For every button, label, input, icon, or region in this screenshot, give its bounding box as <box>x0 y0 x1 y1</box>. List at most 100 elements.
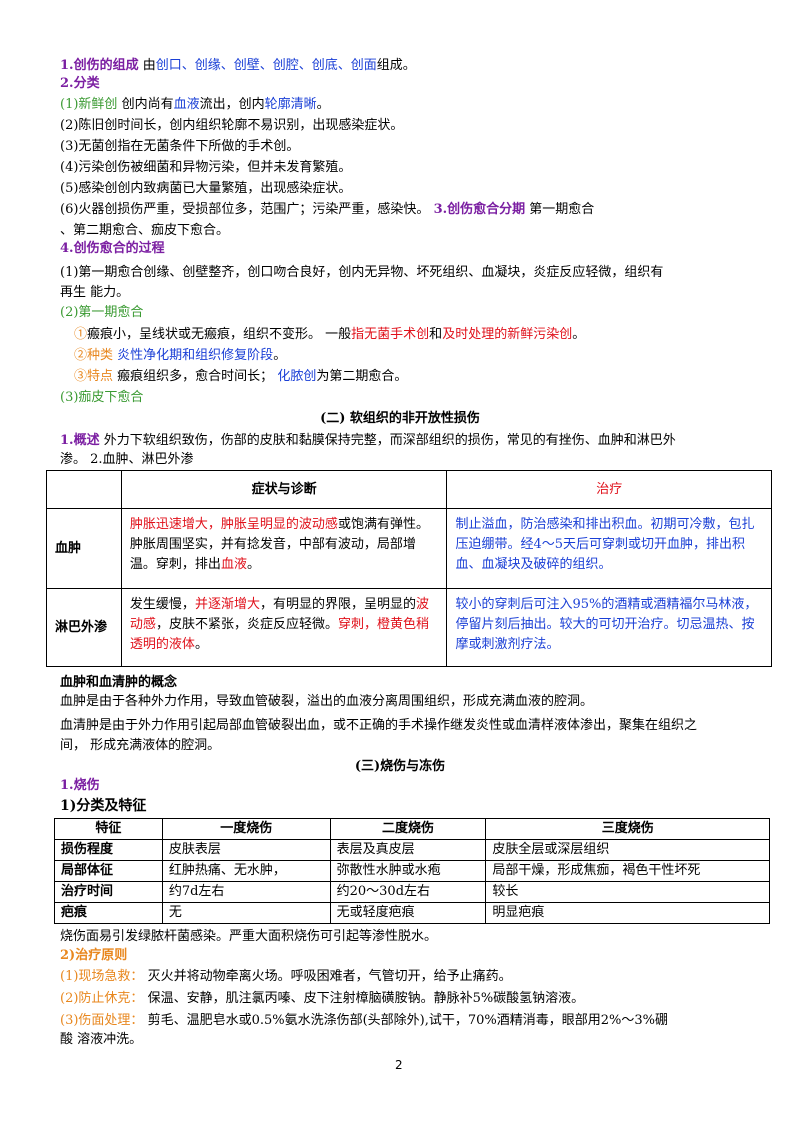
burn-title: (三)烧伤与冻伤 <box>354 759 446 774</box>
treatment-first-aid: (1)现场急救： 灭火并将动物牵离火场。呼吸困难者，气管切开，给予止痛药。 <box>60 968 750 986</box>
hematoma-symptoms: 肿胀迅速增大，肿胀呈明显的波动感或饱满有弹性。肿胀周围坚实，并有捻发音，中部有波… <box>120 508 448 589</box>
point-3-end: 为第二期愈合。 <box>316 369 408 384</box>
wound-text: 剪毛、温肥皂水或0.5%氨水洗涤伤部(头部除外),试干，70%酒精消毒，眼部用2… <box>147 1013 669 1028</box>
burn-heading: 1.烧伤 <box>60 778 100 793</box>
class-item-old: (2)陈旧创时间长，创内组织轮廓不易识别，出现感染症状。 <box>60 118 404 133</box>
healing-point-1: ①瘢痕小，呈线状或无瘢痕，组织不变形。 一般指无菌手术创和及时处理的新鲜污染创。 <box>74 326 764 344</box>
burn-classification-heading: 1)分类及特征 <box>60 798 147 814</box>
concept-hematoma: 血肿是由于各种外力作用，导致血管破裂，溢出的血液分离周围组织，形成充满血液的腔洞… <box>60 694 594 709</box>
burn-cell: 较长 <box>485 881 770 903</box>
table-row: 血肿 肿胀迅速增大，肿胀呈明显的波动感或饱满有弹性。肿胀周围坚实，并有捻发音，中… <box>46 508 772 589</box>
burn-header-cell: 三度烧伤 <box>485 818 770 840</box>
burn-cell: 局部干燥，形成焦痂，褐色干性坏死 <box>485 860 770 882</box>
classification-heading: 2.分类 <box>60 76 100 91</box>
shock-text: 保温、安静，肌注氯丙嗪、皮下注射樟脑磺胺钠。静脉补5%碳酸氢钠溶液。 <box>147 991 585 1006</box>
firearm-text: (6)火器创损伤严重，受损部位多，范围广；污染严重，感染快。 <box>60 202 430 217</box>
point-3-marker: ③ <box>74 369 88 384</box>
burn-cell: 皮肤全层或深层组织 <box>485 839 770 861</box>
shock-label: (2)防止休克： <box>60 991 144 1006</box>
treatment-principle-heading: 2)治疗原则 <box>60 948 128 963</box>
healing-point-2: ②种类 炎性净化期和组织修复阶段。 <box>74 347 764 365</box>
lymph-s3: ，有明显的界限，呈明显的 <box>259 597 416 612</box>
header-empty-cell <box>46 470 122 509</box>
point-1-and: 和 <box>429 327 443 342</box>
burn-cell: 红肿热痛、无水肿， <box>161 860 331 882</box>
burn-note: 烧伤面易引发绿脓杆菌感染。严重大面积烧伤可引起等渗性脱水。 <box>60 929 438 944</box>
burn-header-cell: 一度烧伤 <box>161 818 331 840</box>
point-1-fresh: 及时处理的新鲜污染创 <box>442 327 573 342</box>
point-1-sterile: 指无菌手术创 <box>351 327 430 342</box>
fresh-text-e: 。 <box>316 97 330 112</box>
burn-header-cell: 二度烧伤 <box>329 818 487 840</box>
row-name-hematoma: 血肿 <box>46 508 122 589</box>
first-aid-text: 灭火并将动物牵离火场。呼吸困难者，气管切开，给予止痛药。 <box>147 969 512 984</box>
point-2-label: 种类 <box>87 348 114 363</box>
class-item-fresh: (1)新鲜创 创内尚有血液流出，创内轮廓清晰。 <box>60 96 750 114</box>
composition-tail: 组成。 <box>376 58 416 73</box>
fresh-wound-label: (1)新鲜创 <box>60 97 118 112</box>
fresh-text-c: 流出，创内 <box>199 97 265 112</box>
composition-heading: 1.创伤的组成 <box>60 58 139 73</box>
lymph-symptoms: 发生缓慢，并逐渐增大，有明显的界限，呈明显的波动感，皮肤不紧张，炎症反应轻微。穿… <box>120 588 448 667</box>
healing-stage-heading: 3.创伤愈合分期 <box>433 202 526 217</box>
burn-cell: 无 <box>161 902 331 924</box>
hematoma-symptom-blood: 血液 <box>220 557 247 572</box>
point-3-label: 特点 <box>87 369 114 384</box>
burn-table: 特征 一度烧伤 二度烧伤 三度烧伤 损伤程度 皮肤表层 表层及真皮层 皮肤全层或… <box>54 818 770 924</box>
table-row: 淋巴外渗 发生缓慢，并逐渐增大，有明显的界限，呈明显的波动感，皮肤不紧张，炎症反… <box>46 588 772 667</box>
composition-parts: 创口、创缘、创壁、创腔、创底、创面 <box>155 58 377 73</box>
point-2-end: 。 <box>273 348 287 363</box>
healing-scab-label: (3)痂皮下愈合 <box>60 390 144 405</box>
burn-cell: 约20～30d左右 <box>329 881 487 903</box>
lymph-s6: 穿刺，橙黄色稍透明的液体 <box>129 617 429 652</box>
wound-label: (3)伤面处理： <box>60 1013 144 1028</box>
header-treatment: 治疗 <box>446 470 772 509</box>
point-2-text: 炎性净化期和组织修复阶段 <box>117 348 274 363</box>
lymph-s4: 波动感 <box>129 597 429 632</box>
point-3-purulent: 化脓创 <box>277 369 317 384</box>
burn-row-label: 损伤程度 <box>54 839 163 861</box>
soft-overview-b: 渗。 2.血肿、淋巴外渗 <box>60 452 194 467</box>
first-aid-label: (1)现场急救： <box>60 969 144 984</box>
lymph-s5: ，皮肤不紧张，炎症反应轻微。 <box>155 617 338 632</box>
burn-cell: 无或轻度疤痕 <box>329 902 487 924</box>
class-item-sterile: (3)无菌创指在无菌条件下所做的手术创。 <box>60 139 300 154</box>
concept-seroma-b: 间， 形成充满液体的腔洞。 <box>60 738 221 753</box>
hematoma-symptom-end: 。 <box>246 557 260 572</box>
burn-cell: 皮肤表层 <box>161 839 331 861</box>
healing-stage-text-b: 、第二期愈合、痂皮下愈合。 <box>60 223 230 238</box>
table-row: 损伤程度 皮肤表层 表层及真皮层 皮肤全层或深层组织 <box>54 839 770 861</box>
hematoma-symptom-text: 或饱满有弹性。肿胀周围坚实，并有捻发音，中部有波动，局部增温。穿刺，排出 <box>129 517 429 572</box>
burn-row-label: 治疗时间 <box>54 881 163 903</box>
overview-label: 1.概述 <box>60 433 100 448</box>
healing-first-desc-b: 再生 能力。 <box>60 285 130 300</box>
lymph-treatment: 较小的穿刺后可注入95%的酒精或酒精福尔马林液，停留片刻后抽出。较大的可切开治疗… <box>446 588 772 667</box>
class-item-contaminated: (4)污染创伤被细菌和异物污染，但并未发育繁殖。 <box>60 160 352 175</box>
burn-cell: 约7d左右 <box>161 881 331 903</box>
healing-point-3: ③特点 瘢痕组织多，愈合时间长； 化脓创为第二期愈合。 <box>74 368 764 386</box>
healing-stage-text-a: 第一期愈合 <box>529 202 595 217</box>
table-row: 治疗时间 约7d左右 约20～30d左右 较长 <box>54 881 770 903</box>
composition-line: 1.创伤的组成 由创口、创缘、创壁、创腔、创底、创面组成。 <box>60 57 750 75</box>
point-2-marker: ② <box>74 348 88 363</box>
burn-cell: 明显疤痕 <box>485 902 770 924</box>
healing-process-heading: 4.创伤愈合的过程 <box>60 241 165 256</box>
treatment-wound-b: 酸 溶液冲洗。 <box>60 1032 143 1047</box>
table-row: 局部体征 红肿热痛、无水肿， 弥散性水肿或水疱 局部干燥，形成焦痂，褐色干性坏死 <box>54 860 770 882</box>
point-1-end: 。 <box>572 327 586 342</box>
hematoma-treatment: 制止溢血，防治感染和排出积血。初期可冷敷，包扎压迫绷带。经4～5天后可穿刺或切开… <box>446 508 772 589</box>
lymph-s7: 。 <box>194 637 208 652</box>
burn-cell: 表层及真皮层 <box>329 839 487 861</box>
fresh-text-outline: 轮廓清晰 <box>264 97 317 112</box>
row-name-lymph: 淋巴外渗 <box>46 588 122 667</box>
point-1-text-a: 瘢痕小，呈线状或无瘢痕，组织不变形。 一般 <box>87 327 352 342</box>
fresh-text-a: 创内尚有 <box>121 97 174 112</box>
lymph-s2: 并逐渐增大 <box>194 597 260 612</box>
healing-first-desc-a: (1)第一期愈合创缘、创壁整齐，创口吻合良好，创内无异物、坏死组织、血凝块，炎症… <box>60 265 664 280</box>
burn-table-header: 特征 一度烧伤 二度烧伤 三度烧伤 <box>54 818 770 840</box>
soft-tissue-title: (二) 软组织的非开放性损伤 <box>320 411 480 426</box>
page-number: 2 <box>395 1058 403 1072</box>
burn-header-cell: 特征 <box>54 818 163 840</box>
hematoma-symptom-red: 肿胀迅速增大，肿胀呈明显的波动感 <box>129 517 338 532</box>
